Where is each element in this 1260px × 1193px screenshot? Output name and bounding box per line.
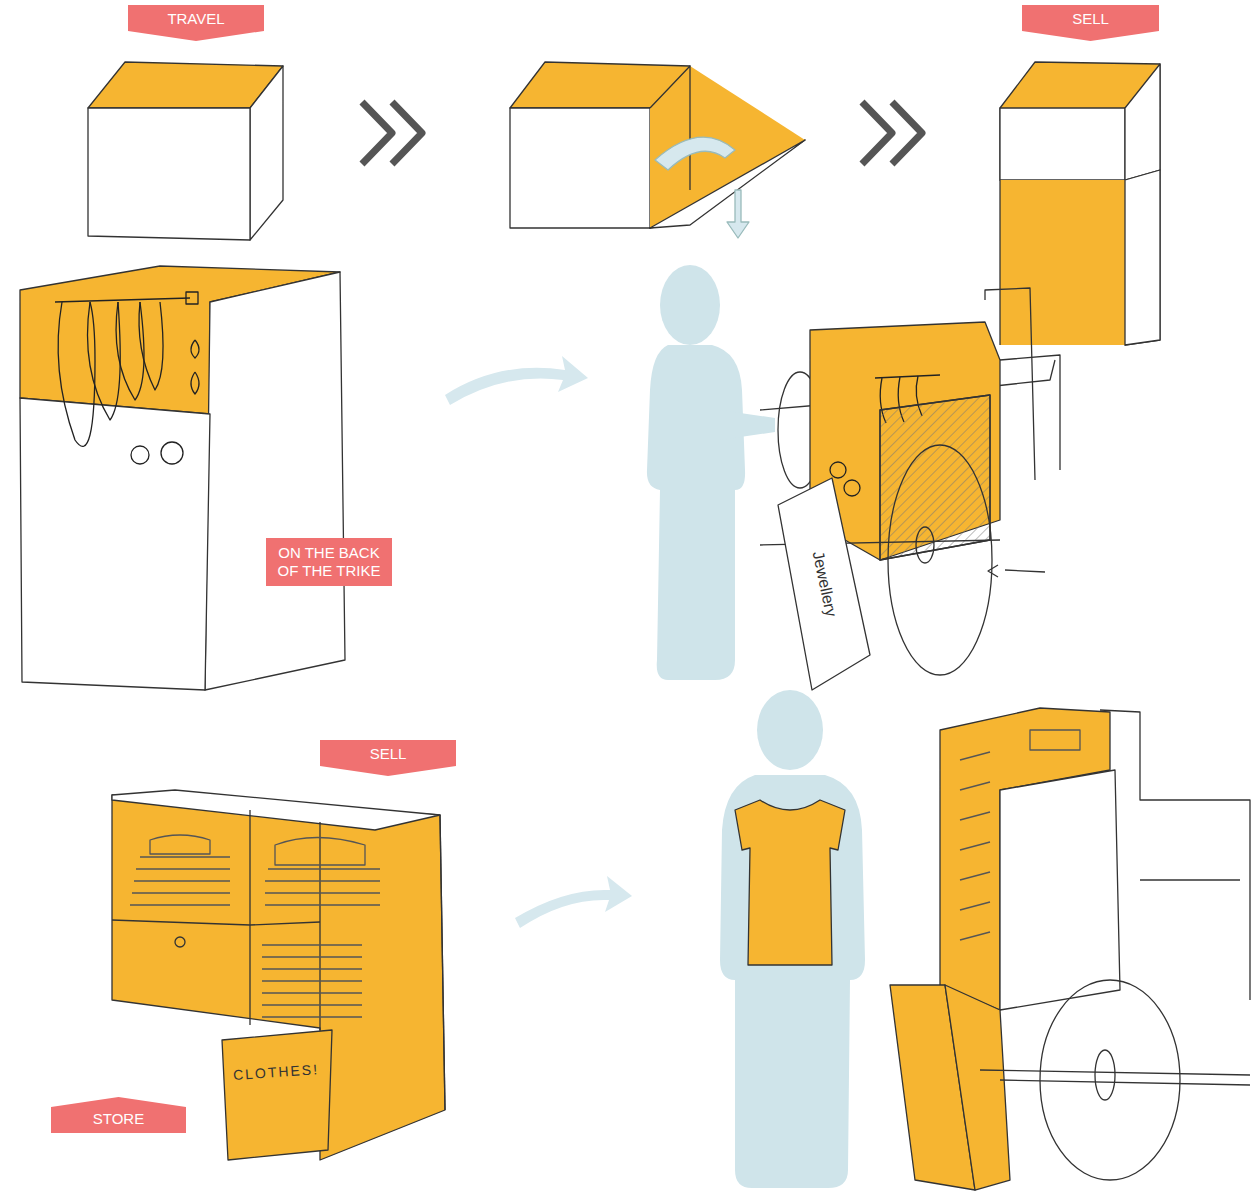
tag-text: ON THE BACK OF THE TRIKE bbox=[274, 544, 384, 580]
flow-arrow bbox=[515, 876, 632, 928]
tag-banner: ON THE BACK OF THE TRIKE bbox=[266, 538, 392, 586]
box-travel bbox=[88, 62, 283, 240]
person bbox=[647, 265, 775, 680]
jewellery-cart bbox=[760, 288, 1060, 690]
box-opening bbox=[510, 62, 805, 238]
tag-banner: STORE bbox=[51, 1097, 186, 1133]
sign-text: CLOTHES! bbox=[233, 1061, 320, 1083]
tag-banner: SELL bbox=[320, 740, 456, 776]
tag-text: STORE bbox=[93, 1110, 144, 1128]
sign-board bbox=[778, 478, 870, 690]
flow-arrow bbox=[445, 356, 588, 405]
tag-banner: SELL bbox=[1022, 5, 1159, 41]
sign-text: Jewellery bbox=[808, 550, 839, 619]
tag-text: SELL bbox=[370, 745, 407, 763]
tag-text: SELL bbox=[1072, 10, 1109, 28]
jewellery-box bbox=[20, 266, 345, 690]
tag-banner: TRAVEL bbox=[128, 5, 264, 41]
clothes-cart bbox=[890, 708, 1250, 1190]
person bbox=[720, 690, 865, 1188]
box-sell bbox=[1000, 62, 1160, 345]
clothes-flap bbox=[222, 1030, 332, 1160]
tag-text: TRAVEL bbox=[167, 10, 224, 28]
